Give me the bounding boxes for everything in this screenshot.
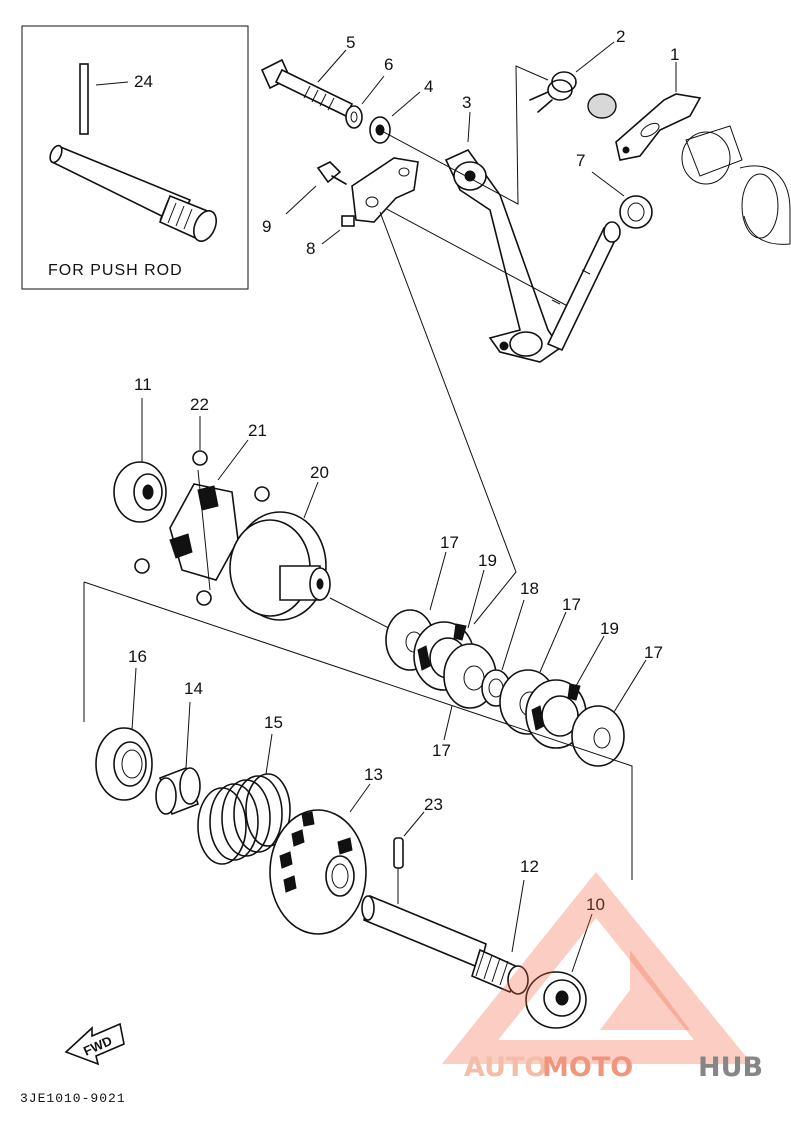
callout-17-b: 17 <box>432 741 451 760</box>
ball-22 <box>192 450 208 466</box>
stopper-plate <box>351 157 419 223</box>
callout-17-a: 17 <box>440 533 459 552</box>
callout-22: 22 <box>190 395 209 414</box>
spring-15 <box>197 773 291 865</box>
callout-21: 21 <box>248 421 267 440</box>
callout-18: 18 <box>520 579 539 598</box>
callout-17-d: 17 <box>644 643 663 662</box>
watermark-text-auto: AUTO <box>464 1052 547 1083</box>
callout-4: 4 <box>424 77 433 96</box>
callout-16: 16 <box>128 647 147 666</box>
callout-9: 9 <box>262 217 271 236</box>
callout-23: 23 <box>424 795 443 814</box>
callout-6: 6 <box>384 55 393 74</box>
bolt-9 <box>285 161 347 215</box>
callout-17-c: 17 <box>562 595 581 614</box>
crankcase-ghost <box>681 125 791 245</box>
callout-3: 3 <box>462 93 471 112</box>
shift-arm-1 <box>615 93 702 161</box>
shift-lever-assembly: 5 6 4 3 2 <box>260 27 791 363</box>
callout-5: 5 <box>346 33 355 52</box>
kick-axle-assembly: 11 22 21 20 <box>113 375 663 767</box>
watermark-text-moto: MOTO <box>542 1052 633 1083</box>
kick-shaft-assembly: 16 14 15 13 <box>95 647 605 1029</box>
callout-14: 14 <box>184 679 203 698</box>
spring-2 <box>529 71 577 113</box>
plate-19b <box>525 679 587 749</box>
washer-17d <box>571 705 625 767</box>
shift-lever-3 <box>444 148 562 363</box>
push-rod-shaft <box>49 144 218 242</box>
inset-caption: FOR PUSH ROD <box>48 262 183 279</box>
pin-23 <box>393 837 404 869</box>
spacer <box>587 93 617 119</box>
watermark-text-hub: HUB <box>698 1052 763 1083</box>
watermark: AUTO MOTO HUB <box>442 872 763 1083</box>
callout-15: 15 <box>264 713 283 732</box>
callout-19-a: 19 <box>478 551 497 570</box>
callout-7: 7 <box>576 151 585 170</box>
callout-10: 10 <box>586 895 605 914</box>
callout-2: 2 <box>616 27 625 46</box>
push-rod-inset: 24 FOR PUSH ROD <box>21 25 249 290</box>
inset-frame <box>21 25 249 290</box>
pin-24 <box>79 63 89 135</box>
gear-13 <box>269 809 367 935</box>
callout-8: 8 <box>306 239 315 258</box>
callout-1: 1 <box>670 45 679 64</box>
seal-7 <box>619 195 653 229</box>
kick-shaft-12 <box>361 894 529 995</box>
bolt-8 <box>321 215 355 245</box>
seal-16 <box>95 727 153 801</box>
shift-shaft <box>546 221 621 352</box>
fwd-arrow: FWD <box>64 1022 125 1066</box>
collar-14 <box>155 766 201 816</box>
callout-19-b: 19 <box>600 619 619 638</box>
callout-13: 13 <box>364 765 383 784</box>
watermark-triangle-logo <box>442 872 752 1064</box>
callout-20: 20 <box>310 463 329 482</box>
ratchet-21 <box>169 469 239 591</box>
callout-12: 12 <box>520 857 539 876</box>
bolt-5 <box>260 58 354 118</box>
callout-24: 24 <box>134 72 153 91</box>
callout-11: 11 <box>134 375 152 394</box>
bearing-11 <box>113 461 167 523</box>
kick-gear-20 <box>229 511 331 621</box>
drawing-code: 3JE1010-9021 <box>20 1091 126 1106</box>
washer-6 <box>345 105 363 129</box>
bearing-10 <box>525 971 587 1029</box>
